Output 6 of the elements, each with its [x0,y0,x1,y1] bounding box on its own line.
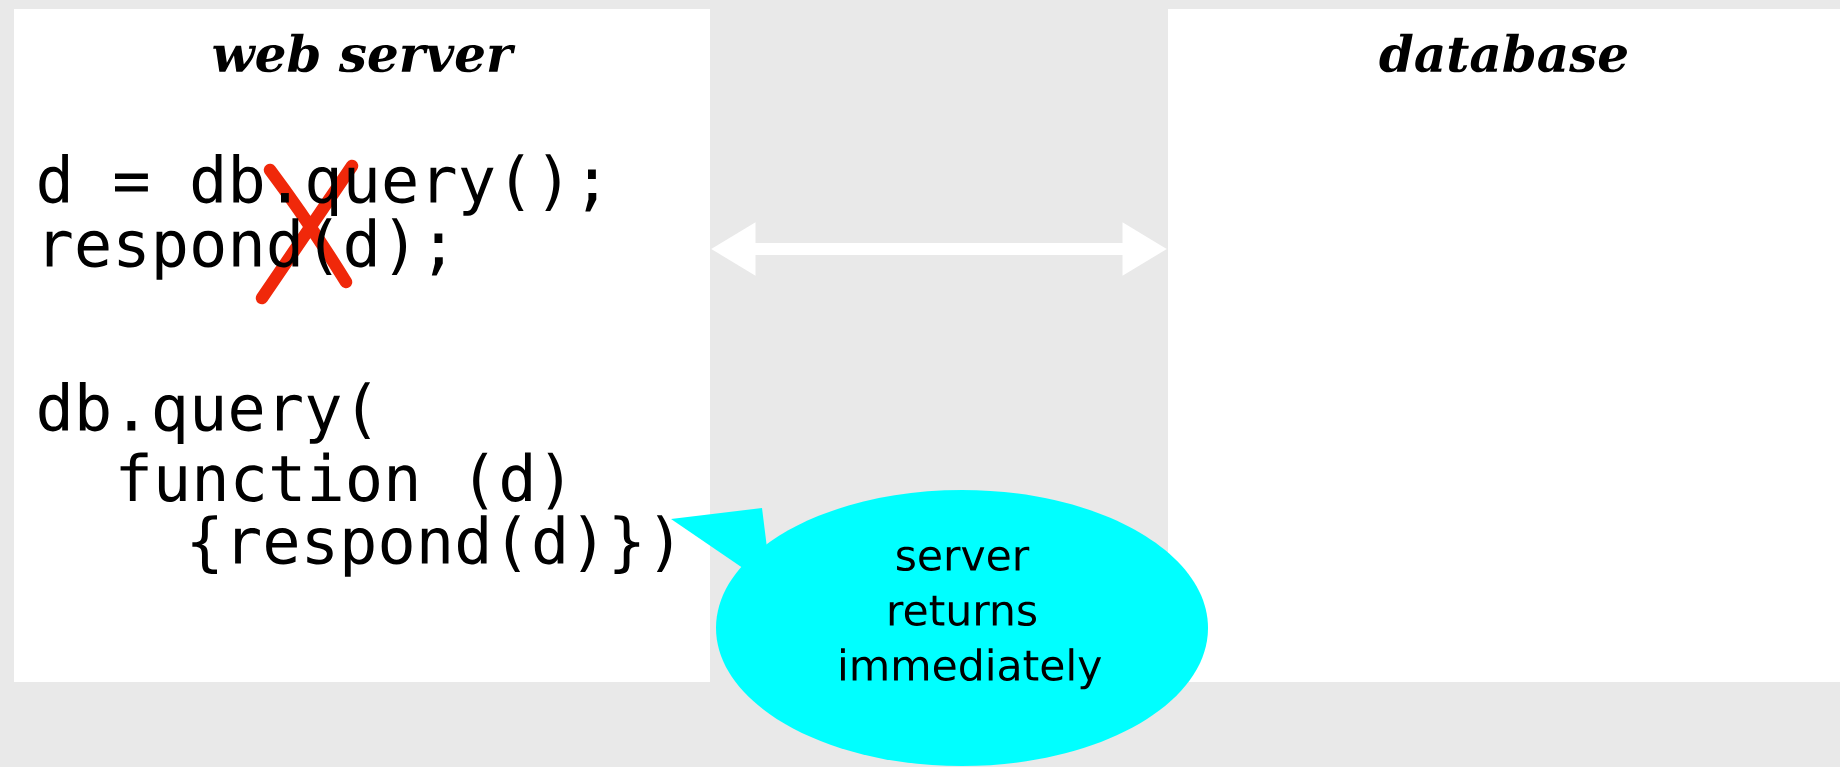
code-line: {respond(d)}) [192,515,672,577]
code-line: function (d) [120,452,562,510]
speech-bubble: server returns immediately [671,490,1208,766]
code-line: db.query( [39,382,371,444]
box-title: web server [213,33,516,73]
box-title: database [1379,33,1627,73]
